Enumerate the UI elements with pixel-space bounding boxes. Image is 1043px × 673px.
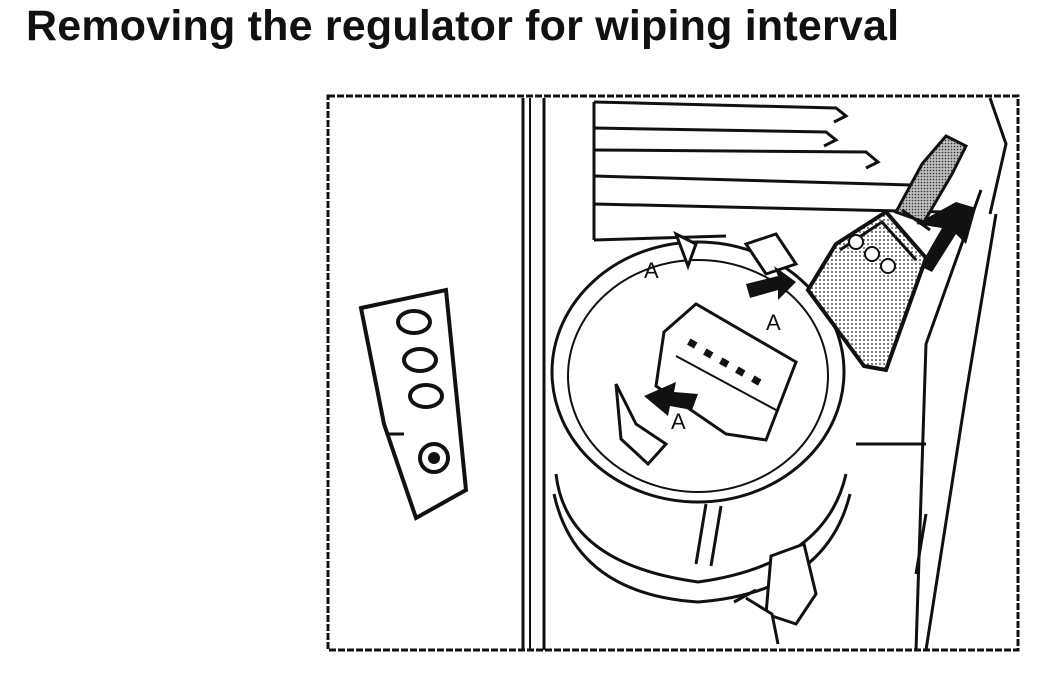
page-title: Removing the regulator for wiping interv… [26,2,900,50]
arrow-icon [916,202,976,272]
wiper-switch-panel [358,287,469,521]
callout-label-a: A [644,258,659,283]
illustration-svg: A A A [326,94,1020,652]
switch-housing [550,240,852,604]
dashboard-vent [592,100,947,242]
removal-arrows [644,202,976,416]
arrow-icon [746,266,796,300]
switch-button-icon [402,347,438,373]
removed-regulator-switch [805,134,969,373]
lower-bracket [733,542,818,645]
arrow-icon [644,382,698,416]
steering-column-cover [856,97,1008,651]
callout-label-a: A [671,409,686,434]
dashboard-panel-edge [521,98,546,650]
release-clips [614,230,799,467]
regulator-removal-illustration: A A A [326,94,1020,652]
switch-button-icon [408,383,444,409]
callout-label-a: A [766,310,781,335]
switch-button-icon [396,309,432,335]
